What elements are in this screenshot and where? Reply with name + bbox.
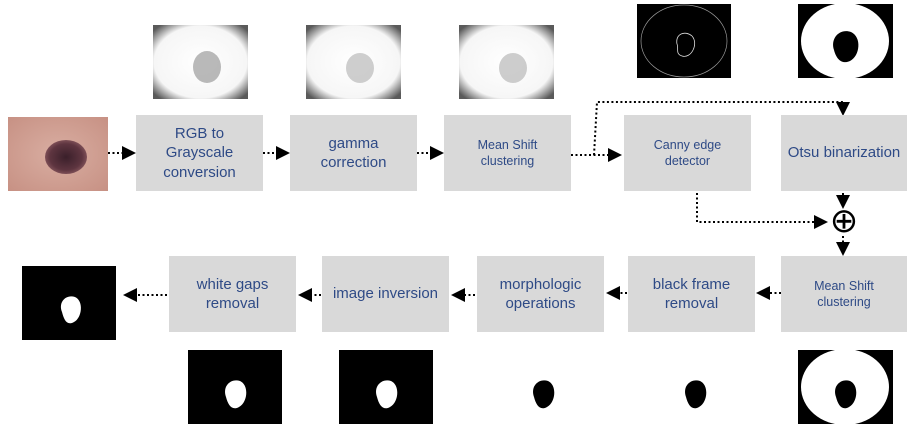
step-mean-shift-clustering-bottom: Mean Shift clustering [781,256,907,332]
step-white-gaps-removal: white gaps removal [169,256,296,332]
thumb-inversion [339,350,433,424]
thumb-mean-shift-bottom [798,350,893,424]
thumb-otsu [798,4,893,78]
step-canny-edge-detector: Canny edge detector [624,115,751,191]
step-image-inversion: image inversion [322,256,449,332]
step-gamma-correction: gamma correction [290,115,417,191]
thumb-grayscale [153,25,248,99]
thumb-morphologic [500,350,594,424]
step-otsu-binarization: Otsu binarization [781,115,907,191]
thumb-gamma [306,25,401,99]
thumb-black-frame [650,350,744,424]
step-morphologic-operations: morphologic operations [477,256,604,332]
arrow-meanshift-to-otsu [593,101,850,156]
output-mask-image [22,266,116,340]
thumb-white-gaps [188,350,282,424]
arrow-canny-to-merge [696,193,828,229]
merge-symbol: ⊕ [829,202,859,240]
thumb-mean-shift-top [459,25,554,99]
step-mean-shift-clustering-top: Mean Shift clustering [444,115,571,191]
thumb-canny [637,4,731,78]
step-black-frame-removal: black frame removal [628,256,755,332]
step-rgb-to-grayscale: RGB to Grayscale conversion [136,115,263,191]
input-lesion-image [8,117,108,191]
